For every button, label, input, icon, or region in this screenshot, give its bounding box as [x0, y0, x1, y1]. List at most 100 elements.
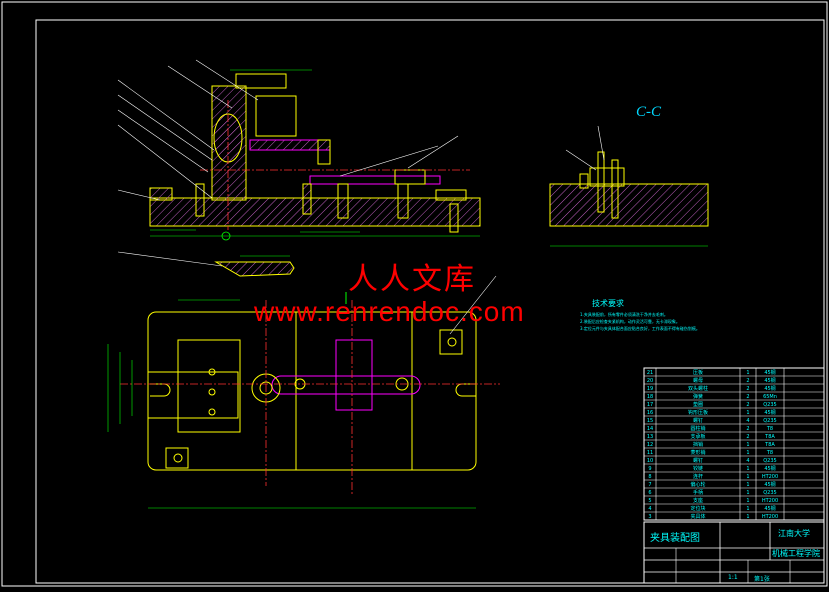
- front-clamp-arm: [394, 169, 426, 185]
- parts-list-cell-name: 螺钉: [693, 417, 703, 424]
- leader-4: [117, 124, 213, 199]
- parts-list-cell-qty: 1: [746, 474, 749, 480]
- detail-view: [117, 251, 295, 277]
- school-name: 江南大学: [778, 529, 810, 538]
- parts-list-cell-qty: 1: [746, 514, 749, 520]
- parts-list-cell-material: Q235: [763, 490, 776, 496]
- front-right-block: [435, 189, 467, 201]
- technical-requirement-line: 2.装配后应检查夹紧机构，动作灵活可靠，无卡滞现象。: [580, 319, 680, 324]
- scale-label: 1:1: [728, 574, 738, 581]
- parts-list-cell-name: 铰链: [693, 465, 703, 472]
- parts-list-cell-qty: 4: [746, 458, 749, 464]
- detail-outline: [214, 261, 295, 277]
- parts-list-cell-no: 15: [647, 418, 653, 424]
- watermark-chinese: 人人文库: [348, 262, 476, 297]
- title-block-frame: [643, 521, 825, 584]
- parts-list-cell-material: T8: [766, 426, 773, 432]
- parts-list-cell-material: 65Mn: [763, 394, 777, 400]
- parts-list-cell-name: 垫圈: [693, 401, 703, 408]
- plan-left-frame: [177, 339, 241, 433]
- parts-list-cell-no: 5: [648, 498, 651, 504]
- plan-right-boss: [439, 329, 463, 355]
- parts-list-cell-material: 45钢: [764, 369, 775, 376]
- parts-list-cell-name: 连杆: [693, 473, 703, 480]
- parts-list-cell-qty: 1: [746, 466, 749, 472]
- front-left-lug: [149, 187, 173, 201]
- section-base-hatch: [549, 183, 709, 227]
- technical-requirements-title: 技术要求: [592, 299, 624, 308]
- parts-list-cell-no: 7: [648, 482, 651, 488]
- leader-5: [117, 189, 161, 201]
- parts-list-cell-name: 夹具体: [690, 513, 705, 520]
- parts-list-cell-qty: 1: [746, 490, 749, 496]
- parts-list-cell-qty: 1: [746, 370, 749, 376]
- section-leader-2: [597, 125, 605, 161]
- section-left-stud: [579, 173, 589, 189]
- parts-list-cell-no: 16: [647, 410, 653, 416]
- parts-list-cell-qty: 2: [746, 402, 749, 408]
- parts-list-cell-name: 圆柱销: [690, 425, 705, 432]
- parts-list-cell-name: 挡销: [693, 441, 703, 448]
- front-datum-mark: [221, 231, 231, 241]
- parts-list-cell-name: 弹簧: [693, 393, 703, 400]
- parts-list-cell-qty: 2: [746, 386, 749, 392]
- plan-boss-left-hole: [173, 453, 183, 463]
- plan-boss-right-hole: [447, 337, 457, 347]
- technical-requirement-line: 3.定位元件与夹具体配合面应贴合良好，工作表面不得有碰伤划痕。: [580, 326, 700, 331]
- parts-list-cell-material: 45钢: [764, 505, 775, 512]
- parts-list-cell-material: Q235: [763, 458, 776, 464]
- plan-bolt-3: [208, 408, 216, 416]
- plan-bolt-2: [208, 388, 216, 396]
- parts-list-cell-name: 钩形压板: [688, 409, 708, 416]
- section-pin-left: [597, 151, 605, 213]
- section-view-label: C-C: [636, 104, 662, 120]
- front-locating-block: [255, 95, 297, 137]
- parts-list-cell-no: 18: [647, 394, 653, 400]
- front-bolt: [449, 203, 459, 233]
- parts-list-cell-no: 20: [647, 378, 653, 384]
- parts-list-cell-material: 45钢: [764, 481, 775, 488]
- plan-workpiece-block: [147, 371, 239, 419]
- front-left-pin: [195, 183, 205, 217]
- plan-center-slot: [295, 311, 413, 471]
- parts-list-cell-name: 支承板: [690, 433, 705, 440]
- detail-leader: [117, 251, 223, 267]
- parts-list-cell-material: HT200: [762, 474, 778, 480]
- parts-list-cell-material: HT200: [762, 514, 778, 520]
- parts-list-cell-no: 19: [647, 386, 653, 392]
- parts-list-cell-no: 17: [647, 402, 653, 408]
- front-stud-right: [397, 183, 409, 219]
- leader-7: [195, 59, 259, 101]
- section-cc-view: [549, 125, 709, 247]
- front-view: [117, 59, 481, 241]
- parts-list-cell-no: 10: [647, 458, 653, 464]
- plan-left-boss: [165, 447, 189, 469]
- department-name: 机械工程学院: [772, 549, 820, 558]
- plan-clamp-block: [335, 339, 373, 411]
- plan-leader-top: [449, 275, 497, 335]
- leader-3: [117, 109, 209, 173]
- parts-list-cell-name: 双头螺柱: [688, 385, 708, 392]
- parts-list-cell-no: 3: [648, 514, 651, 520]
- parts-list-cell-material: Q235: [763, 418, 776, 424]
- parts-list-cell-name: 偏心轮: [690, 481, 705, 488]
- parts-list-cell-name: 手柄: [693, 489, 703, 496]
- parts-list-cell-qty: 4: [746, 418, 749, 424]
- section-pin-right: [611, 159, 619, 219]
- plan-view: [107, 275, 500, 509]
- watermark-url: www.renrendoc.com: [254, 296, 525, 327]
- parts-list-frame: [643, 367, 825, 521]
- leader-2: [117, 94, 213, 161]
- parts-list-cell-no: 6: [648, 490, 651, 496]
- parts-list-cell-no: 12: [647, 442, 653, 448]
- parts-list-cell-qty: 1: [746, 450, 749, 456]
- leader-6: [167, 65, 233, 109]
- parts-list-cell-name: 定位块: [690, 505, 705, 512]
- parts-list-cell-qty: 1: [746, 442, 749, 448]
- plan-left-slot: [150, 383, 171, 397]
- parts-list-cell-name: 螺钉: [693, 457, 703, 464]
- parts-list-cell-no: 8: [648, 474, 651, 480]
